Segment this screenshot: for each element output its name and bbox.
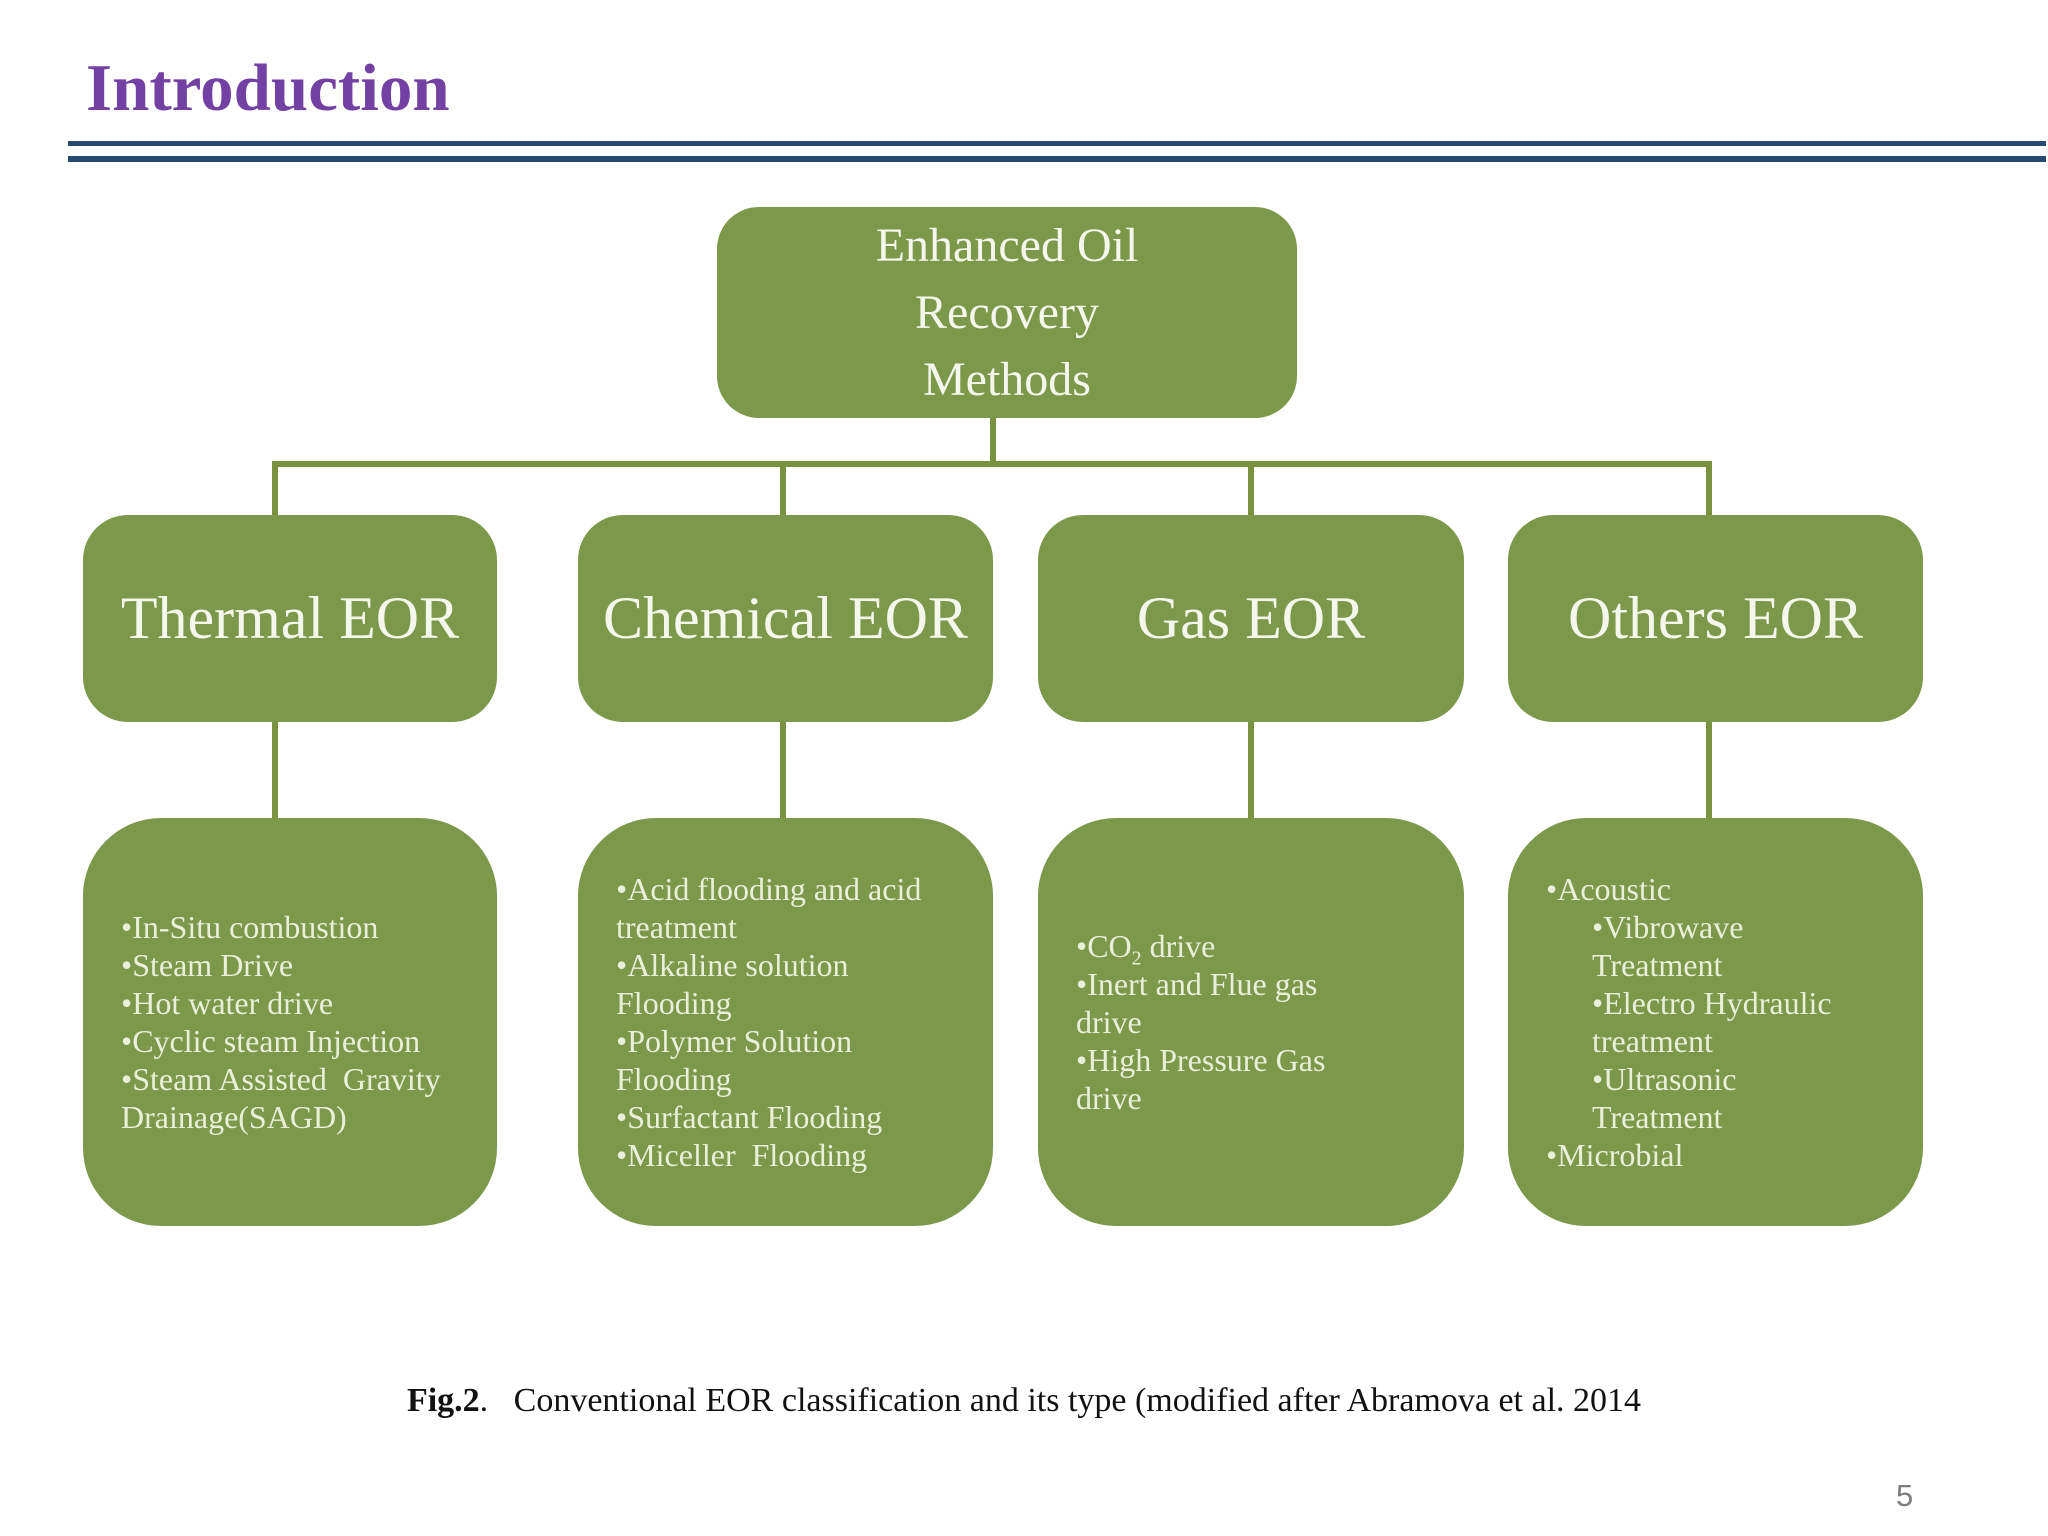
figure-caption: Fig.2. Conventional EOR classification a… xyxy=(0,1382,2048,1420)
node-gas-eor-details: •CO2 drive •Inert and Flue gas drive •Hi… xyxy=(1038,818,1464,1226)
figure-caption-label: Fig.2 xyxy=(406,1382,480,1419)
bullet-line-sub: •Electro Hydraulic xyxy=(1592,984,1832,1021)
co2-pre: •CO xyxy=(1076,927,1132,964)
title-divider-bottom-line xyxy=(68,156,2046,162)
bullet-line-continuation: Treatment xyxy=(1592,946,1723,983)
bullet-line: •Hot water drive xyxy=(121,984,334,1021)
bullet-line-sub: •Vibrowave xyxy=(1592,908,1744,945)
connector-drop-thermal xyxy=(272,461,278,516)
title-divider-top-line xyxy=(68,141,2046,146)
connector-drop-chemical xyxy=(780,461,786,516)
bullet-line-continuation: Treatment xyxy=(1592,1099,1723,1136)
bullet-line-continuation: Flooding xyxy=(616,984,732,1021)
co2-subscript: 2 xyxy=(1131,947,1142,970)
page-title: Introduction xyxy=(86,51,450,125)
node-gas-eor: Gas EOR xyxy=(1038,515,1464,722)
bullet-line: •Alkaline solution xyxy=(616,946,849,983)
bullet-line-co2-drive: •CO2 drive xyxy=(1076,927,1448,968)
bullet-line-continuation: drive xyxy=(1076,1080,1142,1117)
bullet-line-sub: •Ultrasonic xyxy=(1592,1061,1737,1098)
node-thermal-eor-details: •In-Situ combustion •Steam Drive •Hot wa… xyxy=(83,818,497,1226)
connector-drop-gas xyxy=(1248,461,1254,516)
bullet-line-continuation: Flooding xyxy=(616,1061,732,1098)
figure-caption-text: . Conventional EOR classification and it… xyxy=(479,1382,1642,1419)
node-chemical-eor-details: •Acid flooding and acid treatment •Alkal… xyxy=(578,818,993,1226)
connector-horizontal-line xyxy=(272,461,1712,467)
bullet-line: •In-Situ combustion xyxy=(121,908,379,945)
bullet-line-continuation: treatment xyxy=(1592,1023,1713,1059)
bullet-line-continuation: Drainage(SAGD) xyxy=(121,1099,347,1136)
connector-stub-thermal xyxy=(272,722,278,819)
bullet-line: •Acid flooding and acid xyxy=(616,870,922,907)
bullet-line-continuation: drive xyxy=(1076,1003,1142,1040)
connector-root-stub xyxy=(990,418,996,462)
co2-post: drive xyxy=(1141,927,1216,964)
node-chemical-eor: Chemical EOR xyxy=(578,515,993,722)
bullet-line: •Steam Assisted Gravity xyxy=(121,1061,441,1098)
connector-stub-others xyxy=(1706,722,1712,819)
node-others-eor: Others EOR xyxy=(1508,515,1923,722)
page-number: 5 xyxy=(1896,1478,1914,1513)
bullet-line: •Surfactant Flooding xyxy=(616,1099,883,1136)
node-enhanced-oil-recovery-methods: Enhanced Oil Recovery Methods xyxy=(717,207,1297,418)
connector-stub-gas xyxy=(1248,722,1254,819)
node-thermal-eor: Thermal EOR xyxy=(83,515,497,722)
bullet-line: •Microbial xyxy=(1546,1137,1684,1174)
connector-stub-chemical xyxy=(780,722,786,819)
bullet-line: •Cyclic steam Injection xyxy=(121,1023,421,1059)
bullet-line: •Inert and Flue gas xyxy=(1076,965,1318,1002)
bullet-line-continuation: treatment xyxy=(616,908,737,945)
bullet-line: •Acoustic xyxy=(1546,870,1671,907)
bullet-line: •Miceller Flooding xyxy=(616,1137,868,1174)
bullet-line: •Steam Drive xyxy=(121,946,294,983)
connector-drop-others xyxy=(1706,461,1712,516)
bullet-line: •High Pressure Gas xyxy=(1076,1042,1326,1079)
node-others-eor-details: •Acoustic •Vibrowave Treatment •Electro … xyxy=(1508,818,1923,1226)
bullet-line: •Polymer Solution xyxy=(616,1023,853,1059)
